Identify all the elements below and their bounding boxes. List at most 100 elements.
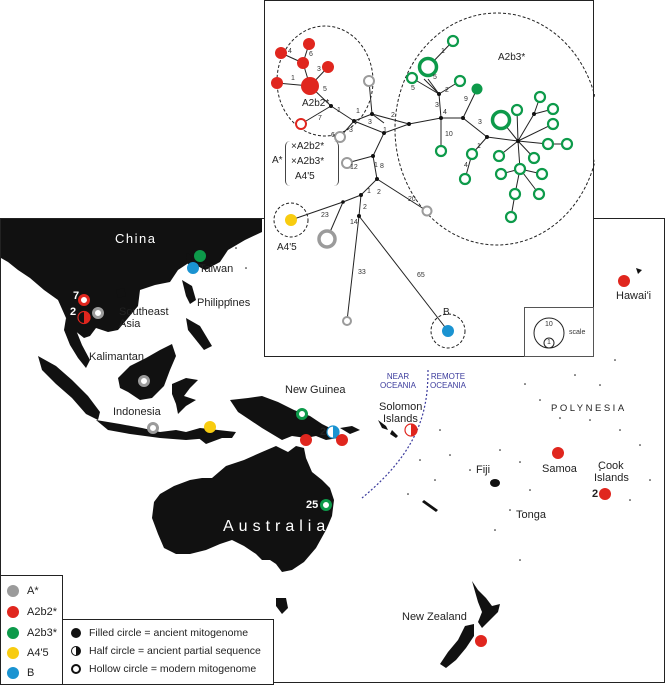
red-dot-icon: [7, 606, 19, 618]
legend-label: A4'5: [27, 647, 49, 659]
branch-label: 1: [367, 188, 371, 195]
label-kalimantan: Kalimantan: [89, 351, 145, 363]
astar-line3: A4'5: [295, 171, 315, 182]
yellow-dot-icon: [7, 647, 19, 659]
haplotype-network-inset: 4 6 3 1 5 7 1 1 3 3 6 1 2 3 4 10 5 5 2 1…: [264, 0, 595, 357]
label-indonesia: Indonesia: [113, 406, 161, 418]
branch-label: 2: [391, 112, 395, 119]
label-australia: Australia: [223, 518, 331, 535]
legend-half: Half circle = ancient partial sequence: [71, 645, 261, 657]
label-southeast-asia-2: Asia: [119, 318, 141, 330]
branch-label: 6: [331, 132, 335, 139]
legend-filled: Filled circle = ancient mitogenome: [71, 627, 248, 639]
branch-label: 3: [478, 119, 482, 126]
count-sea-bottom: 2: [70, 306, 77, 318]
label-new-guinea: New Guinea: [285, 384, 346, 396]
near-line1: NEAR: [386, 372, 410, 381]
half-circle-icon: [71, 646, 81, 656]
cluster-label-a45: A4'5: [277, 242, 297, 253]
branch-label: 12: [350, 164, 358, 171]
astar-label: A*: [272, 155, 283, 166]
grey-dot-icon: [7, 585, 19, 597]
label-fiji: Fiji: [476, 464, 491, 476]
branch-label: 14: [350, 219, 358, 226]
label-southeast-asia-1: Southeast: [119, 306, 169, 318]
network-graph: [271, 12, 595, 349]
branch-label: 6: [309, 51, 313, 58]
count-new-guinea: 2: [320, 426, 327, 438]
hollow-circle-icon: [71, 664, 81, 674]
branch-label: 33: [358, 269, 366, 276]
legend-label: A*: [27, 585, 39, 597]
label-new-zealand: New Zealand: [402, 611, 467, 623]
legend-label: B: [27, 667, 35, 679]
scale-legend: 10 1 scale: [524, 307, 594, 357]
filled-circle-icon: [71, 628, 81, 638]
astar-line2: ×A2b3*: [291, 156, 325, 167]
label-taiwan: Taiwan: [199, 263, 234, 275]
legend-item-b: B: [7, 667, 34, 679]
branch-label: 9: [464, 96, 468, 103]
legend-label: A2b3*: [27, 627, 57, 639]
remote-line1: REMOTE: [430, 372, 466, 381]
label-hawaii: Hawai'i: [616, 290, 652, 302]
label-tonga: Tonga: [516, 509, 546, 521]
scale-small: 1: [547, 339, 551, 346]
label-solomon-1: Solomon: [379, 401, 423, 413]
label-polynesia: POLYNESIA: [551, 403, 627, 414]
label-china: China: [115, 231, 157, 246]
cluster-label-a2b3: A2b3*: [498, 52, 526, 63]
branch-label: 7: [318, 115, 322, 122]
legend-item-a45: A4'5: [7, 647, 49, 659]
branch-label: 2: [363, 204, 367, 211]
branch-label: 4: [443, 109, 447, 116]
cluster-label-b: B: [443, 307, 450, 318]
branch-label: 1: [441, 48, 445, 55]
branch-label: 3: [435, 102, 439, 109]
branch-label: 2: [377, 189, 381, 196]
astar-line1: ×A2b2*: [291, 141, 325, 152]
scale-big: 10: [545, 321, 553, 328]
label-solomon-2: Islands: [383, 413, 418, 425]
branch-label: 65: [417, 272, 425, 279]
haplogroup-legend: A* A2b2* A2b3* A4'5 B: [0, 575, 63, 685]
branch-label: 3: [317, 66, 321, 73]
legend-item-a2b2: A2b2*: [7, 606, 57, 618]
label-near-oceania: NEAR OCEANIA: [380, 372, 416, 390]
branch-label: 1: [374, 162, 378, 169]
scale-label: scale: [569, 329, 586, 336]
branch-label: 20: [408, 196, 416, 203]
remote-line2: OCEANIA: [430, 381, 467, 390]
branch-label: 5: [411, 85, 415, 92]
legend-label: Half circle = ancient partial sequence: [89, 645, 261, 657]
blue-dot-icon: [7, 667, 19, 679]
label-remote-oceania: REMOTE OCEANIA: [430, 372, 466, 390]
branch-label: 5: [323, 86, 327, 93]
branch-label: 3: [368, 119, 372, 126]
legend-item-a2b3: A2b3*: [7, 627, 57, 639]
label-samoa: Samoa: [542, 463, 577, 475]
branch-label: 1: [337, 107, 341, 114]
astar-bracket: [285, 141, 339, 186]
branch-label: 3: [349, 127, 353, 134]
scale-circles: [533, 317, 565, 349]
branch-label: 1: [383, 127, 387, 134]
label-philippines: Philippines: [197, 297, 251, 309]
cluster-label-a2b2: A2b2*: [302, 98, 330, 109]
count-australia: 25: [306, 499, 319, 511]
branch-label: 23: [321, 212, 329, 219]
legend-item-astar: A*: [7, 585, 39, 597]
count-sea-top: 7: [73, 290, 80, 302]
branch-label: 1: [291, 75, 295, 82]
legend-label: Hollow circle = modern mitogenome: [89, 663, 257, 675]
branch-label: 10: [445, 131, 453, 138]
branch-label: 1: [477, 143, 481, 150]
legend-label: A2b2*: [27, 606, 57, 618]
sample-type-legend: Filled circle = ancient mitogenome Half …: [62, 619, 274, 685]
label-cook-2: Islands: [594, 472, 629, 484]
legend-label: Filled circle = ancient mitogenome: [89, 627, 249, 639]
branch-label: 4: [288, 48, 292, 55]
branch-label: 8: [380, 163, 384, 170]
green-dot-icon: [7, 627, 19, 639]
